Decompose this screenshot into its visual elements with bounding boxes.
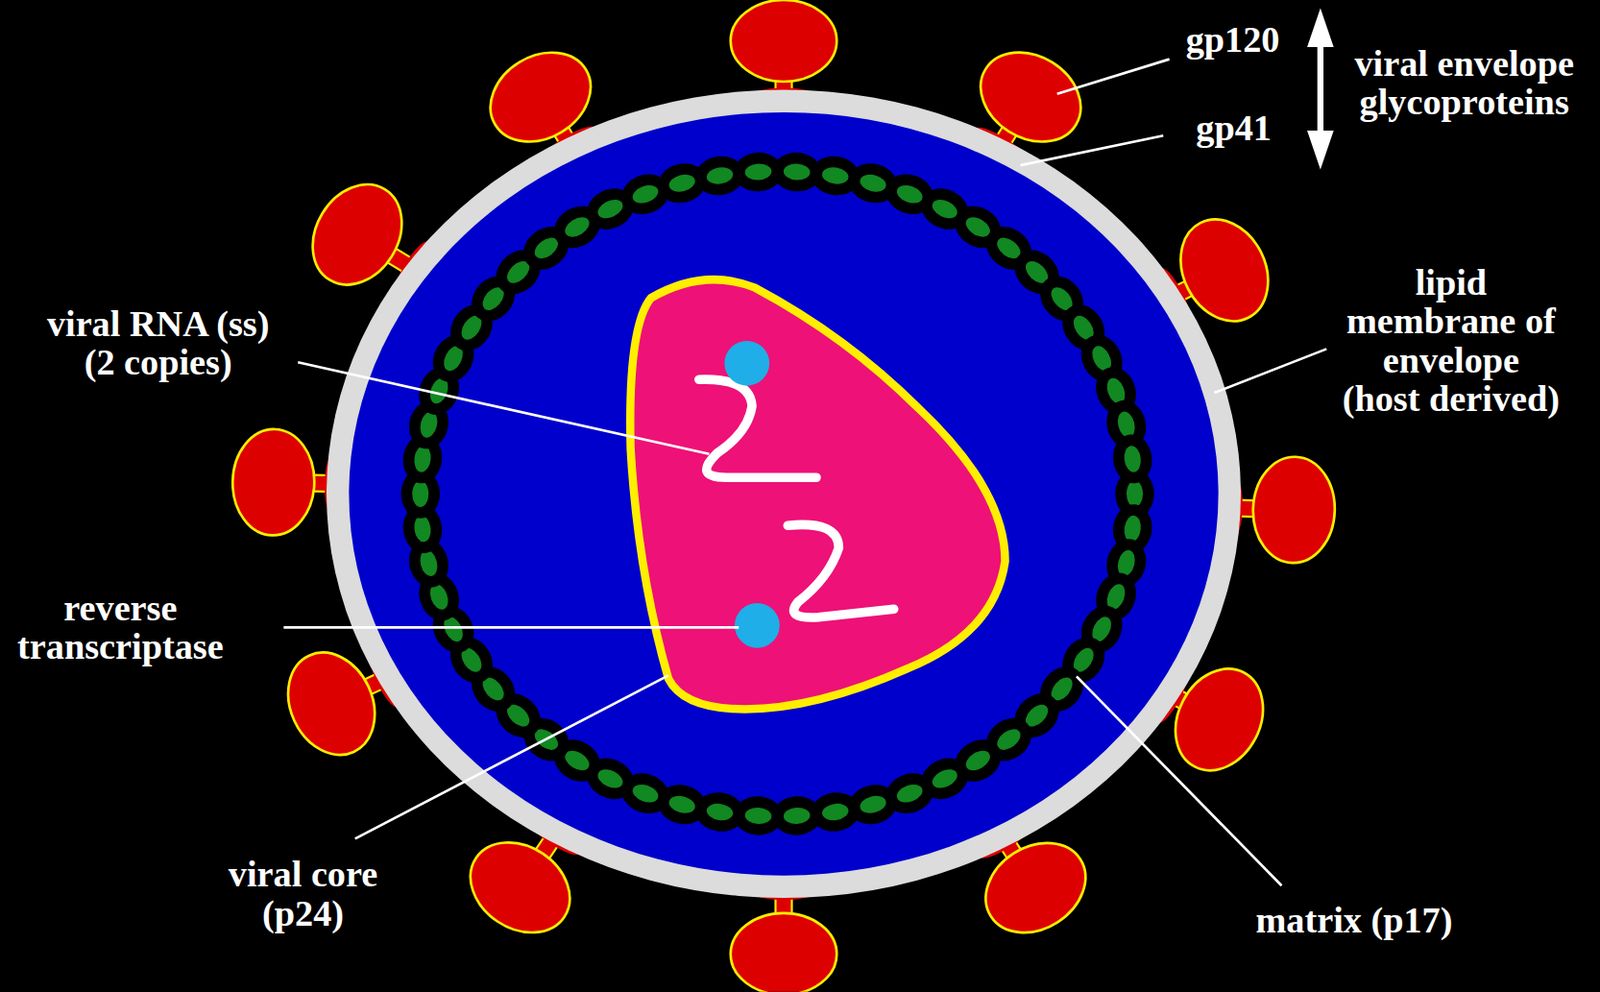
leader-line (1020, 135, 1164, 166)
bead-core (1122, 514, 1142, 543)
part-label: viral envelope glycoproteins (1336, 44, 1593, 122)
arrow-head (1307, 8, 1334, 48)
bead-core (744, 806, 772, 825)
leader-line (355, 675, 669, 839)
bead-core (1122, 444, 1142, 473)
part-label: viral RNA (ss) (2 copies) (35, 304, 281, 383)
label-anchor: viral core (p24) (211, 854, 395, 933)
bead-core (667, 171, 698, 194)
bead-core (630, 781, 661, 806)
leader-lines (283, 59, 1327, 887)
bead-core (744, 163, 772, 181)
virion-interior (348, 112, 1218, 876)
bead-core (412, 480, 429, 508)
bead-core (630, 182, 661, 207)
bead-core (1126, 480, 1143, 508)
label-anchor: gp41 (1195, 108, 1272, 147)
bead-ring (1110, 432, 1155, 485)
part-label: viral core (p24) (211, 854, 395, 933)
glycoprotein-spikes (231, 0, 1336, 992)
leader-line (1057, 59, 1170, 95)
rna-strand (699, 379, 817, 478)
bead-core (894, 182, 925, 207)
part-label: reverse transcriptase (2, 588, 238, 667)
label-anchor: viral envelope glycoproteins (1336, 44, 1593, 122)
bead-core (782, 163, 810, 181)
double-arrow (1307, 8, 1334, 170)
bead-core (821, 166, 850, 187)
gp120-head (231, 428, 316, 536)
part-label: gp41 (1195, 108, 1272, 147)
bead-core (894, 781, 925, 806)
reverse-transcriptase-dot (734, 603, 780, 649)
gp120-head (730, 0, 838, 82)
label-anchor: gp120 (1186, 20, 1281, 59)
arrow-head (1307, 130, 1334, 170)
bead-core (667, 793, 698, 816)
bead-core (412, 444, 433, 473)
bead-core (594, 195, 626, 222)
bead-core (858, 793, 889, 816)
bead-core (782, 806, 810, 825)
bead-core (929, 765, 961, 792)
leader-line (297, 362, 709, 455)
label-anchor: reverse transcriptase (2, 588, 238, 667)
label-anchor: viral RNA (ss) (2 copies) (35, 304, 281, 383)
arrow-shaft (1317, 36, 1324, 144)
bead-core (705, 801, 735, 823)
bead-core (705, 166, 735, 187)
reverse-transcriptase-dot (724, 340, 770, 387)
label-anchor: lipid membrane of envelope (host derived… (1340, 263, 1563, 419)
leader-line (1076, 676, 1283, 886)
part-label: matrix (p17) (1221, 900, 1487, 940)
part-label: gp120 (1186, 20, 1281, 59)
part-label: lipid membrane of envelope (host derived… (1340, 263, 1563, 419)
rna-strand (787, 524, 895, 618)
lipid-membrane (326, 90, 1241, 899)
matrix-bead (1110, 432, 1155, 485)
bead-core (858, 171, 889, 194)
leader-line (1213, 348, 1327, 393)
leader-line (283, 626, 739, 630)
gp120-head (1251, 455, 1336, 564)
label-anchor: matrix (p17) (1221, 900, 1487, 940)
matrix-beads (400, 151, 1155, 837)
bead-core (821, 801, 850, 823)
bead-core (412, 514, 433, 543)
viral-core (630, 279, 1005, 709)
gp120-head (730, 913, 838, 992)
